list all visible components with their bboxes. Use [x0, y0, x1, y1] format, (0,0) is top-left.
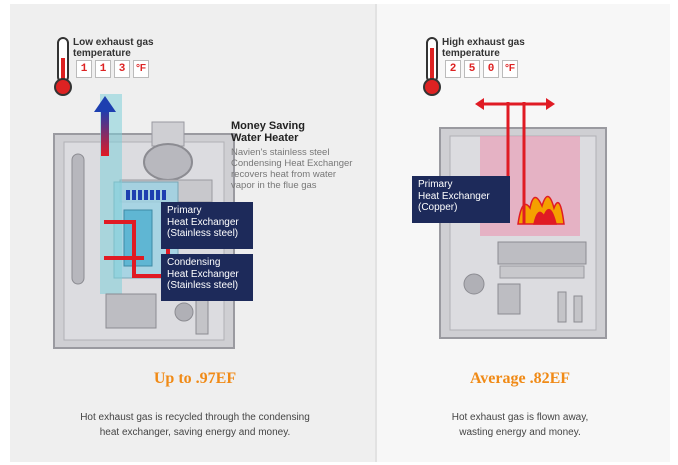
- condensing-heat-exchanger-callout: Condensing Heat Exchanger (Stainless ste…: [161, 254, 253, 301]
- condensing-rating: Up to .97EF: [153, 370, 237, 387]
- condensing-caption: Hot exhaust gas is recycled through the …: [80, 412, 310, 438]
- unit-label: °F: [133, 60, 149, 78]
- digit: 5: [464, 60, 480, 78]
- primary-heat-exchanger-callout: Primary Heat Exchanger (Stainless steel): [161, 202, 253, 249]
- thermometer-icon: [54, 37, 72, 96]
- conventional-rating: Average .82EF: [469, 370, 571, 387]
- digit: 0: [483, 60, 499, 78]
- temperature-readout: 1 1 3 °F: [76, 60, 149, 78]
- digit: 1: [95, 60, 111, 78]
- thermo-label: Low exhaust gas temperature: [73, 37, 154, 59]
- unit-label: °F: [502, 60, 518, 78]
- thermometer-icon: [423, 37, 441, 96]
- digit: 1: [76, 60, 92, 78]
- panel-divider: [375, 4, 377, 462]
- digit: 3: [114, 60, 130, 78]
- temperature-readout: 2 5 0 °F: [445, 60, 518, 78]
- money-saving-description: Navien's stainless steel Condensing Heat…: [231, 147, 353, 191]
- conventional-heater-illustration: [439, 102, 607, 339]
- exhaust-out-arrows-icon: [475, 98, 555, 110]
- thermo-label: High exhaust gas temperature: [442, 37, 525, 59]
- conventional-caption: Hot exhaust gas is flown away, wasting e…: [451, 412, 589, 438]
- digit: 2: [445, 60, 461, 78]
- exhaust-arrow-icon: [94, 96, 116, 156]
- comparison-frame: Low exhaust gas temperature 1 1 3 °F: [10, 4, 670, 462]
- copper-heat-exchanger-callout: Primary Heat Exchanger (Copper): [412, 176, 510, 223]
- money-saving-heading: Money Saving Water Heater: [231, 120, 305, 144]
